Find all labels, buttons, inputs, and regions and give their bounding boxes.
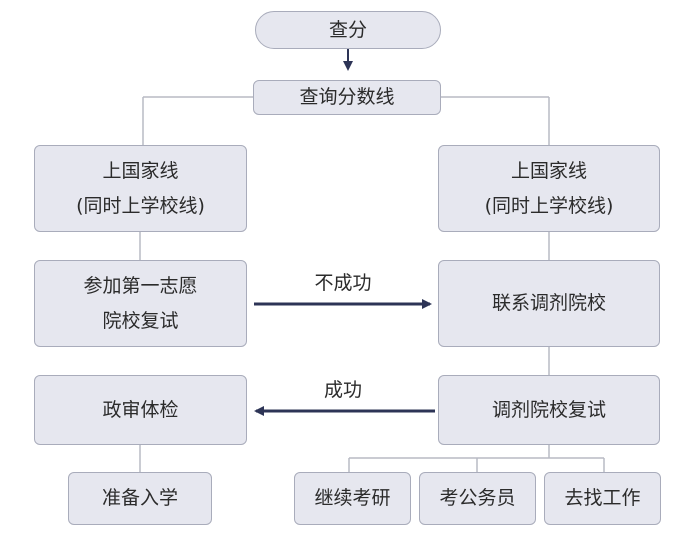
left-national-node: 上国家线 (同时上学校线) — [34, 145, 247, 232]
start-node-label: 查分 — [328, 18, 367, 41]
right-national-line-1: 上国家线 — [510, 159, 587, 182]
fail-edge-label: 不成功 — [314, 272, 372, 294]
civil-service-node: 考公务员 — [419, 472, 536, 525]
adjust-retest-node: 调剂院校复试 — [438, 375, 660, 445]
adjust-contact-node: 联系调剂院校 — [438, 260, 660, 347]
first-choice-line-1: 参加第一志愿 — [83, 274, 198, 297]
adjust-contact-label: 联系调剂院校 — [491, 292, 606, 314]
success-edge-label: 成功 — [323, 379, 363, 401]
right-national-node: 上国家线 (同时上学校线) — [438, 145, 660, 232]
first-choice-node: 参加第一志愿 院校复试 — [34, 260, 247, 347]
continue-exam-node: 继续考研 — [294, 472, 411, 525]
enroll-label: 准备入学 — [101, 487, 178, 509]
political-review-node: 政审体检 — [34, 375, 247, 445]
continue-exam-label: 继续考研 — [314, 487, 391, 509]
political-review-label: 政审体检 — [102, 398, 179, 421]
civil-service-label: 考公务员 — [439, 487, 516, 509]
first-choice-line-2: 院校复试 — [102, 309, 179, 332]
enroll-node: 准备入学 — [68, 472, 212, 525]
query-node: 查询分数线 — [253, 80, 441, 115]
find-job-node: 去找工作 — [544, 472, 661, 525]
query-node-label: 查询分数线 — [299, 86, 395, 108]
find-job-label: 去找工作 — [564, 487, 641, 509]
start-node: 查分 — [255, 11, 441, 49]
left-national-line-1: 上国家线 — [102, 159, 179, 182]
left-national-line-2: (同时上学校线) — [76, 194, 205, 217]
right-national-line-2: (同时上学校线) — [484, 194, 614, 217]
adjust-retest-label: 调剂院校复试 — [491, 398, 606, 421]
